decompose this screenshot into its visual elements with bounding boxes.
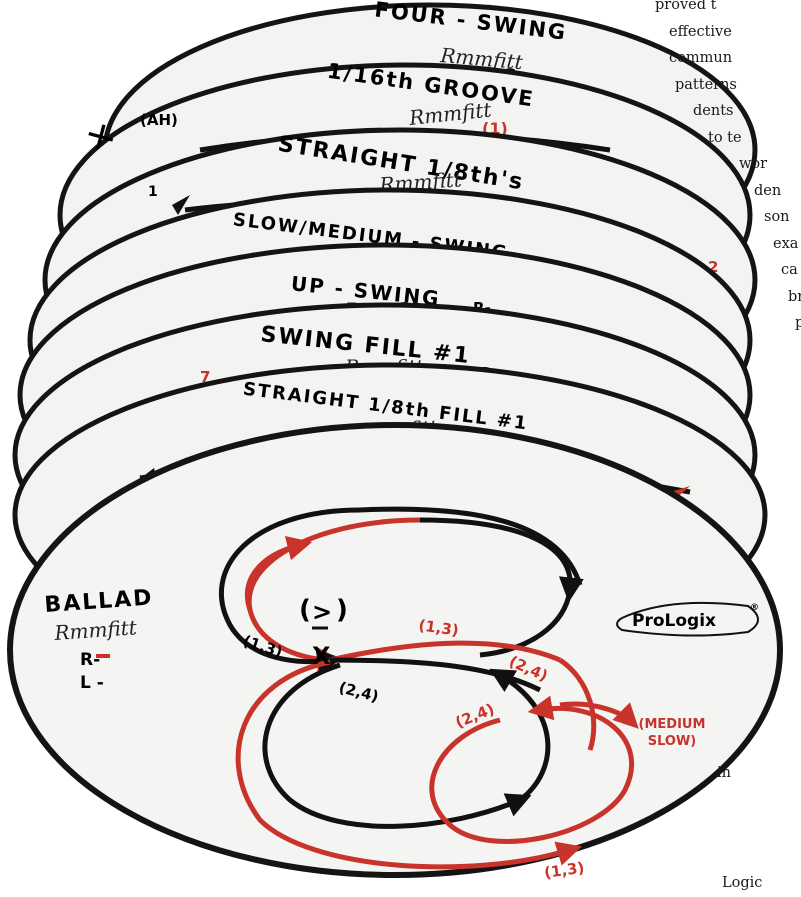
tempo-label-line2: SLOW) [648,734,697,749]
background-text-line: den [754,178,801,204]
background-text-line: to te [708,125,801,151]
background-text-line: patterns [675,72,801,98]
accent-mark: > [312,598,332,626]
hand-label-right: R- [80,650,100,670]
brand-name: ProLogix [632,611,716,631]
background-text-line: proved t [655,0,801,18]
background-text-line: effective [669,19,801,45]
background-text-line: dents [693,98,801,124]
background-text-footer: Logic [722,870,801,896]
accent-label: (AH) [140,111,178,129]
trademark-mark: ® [750,603,759,613]
background-text-line: p [795,310,801,336]
background-text-line: son [764,204,801,230]
background-text-line: wor [739,151,801,177]
disc-ballad: ( > ) X (1,3) (1,3) (2,4) (2,4) (2,4) (1… [10,425,780,882]
background-text-line: exa [773,231,801,257]
accent-mark: ) [336,595,348,625]
accent-mark: ( [299,595,311,625]
tempo-label-line1: (MEDIUM [639,717,706,732]
background-text-line: commun [669,45,801,71]
background-text-line: ca [781,257,801,283]
background-text-line: br [788,284,801,310]
beat-label-left: 1 [148,184,158,200]
count-label: (1,3) [543,859,585,882]
x-mark: X [312,642,331,670]
background-text-fragment: in [717,760,747,786]
hand-label-left: L - [80,673,104,693]
